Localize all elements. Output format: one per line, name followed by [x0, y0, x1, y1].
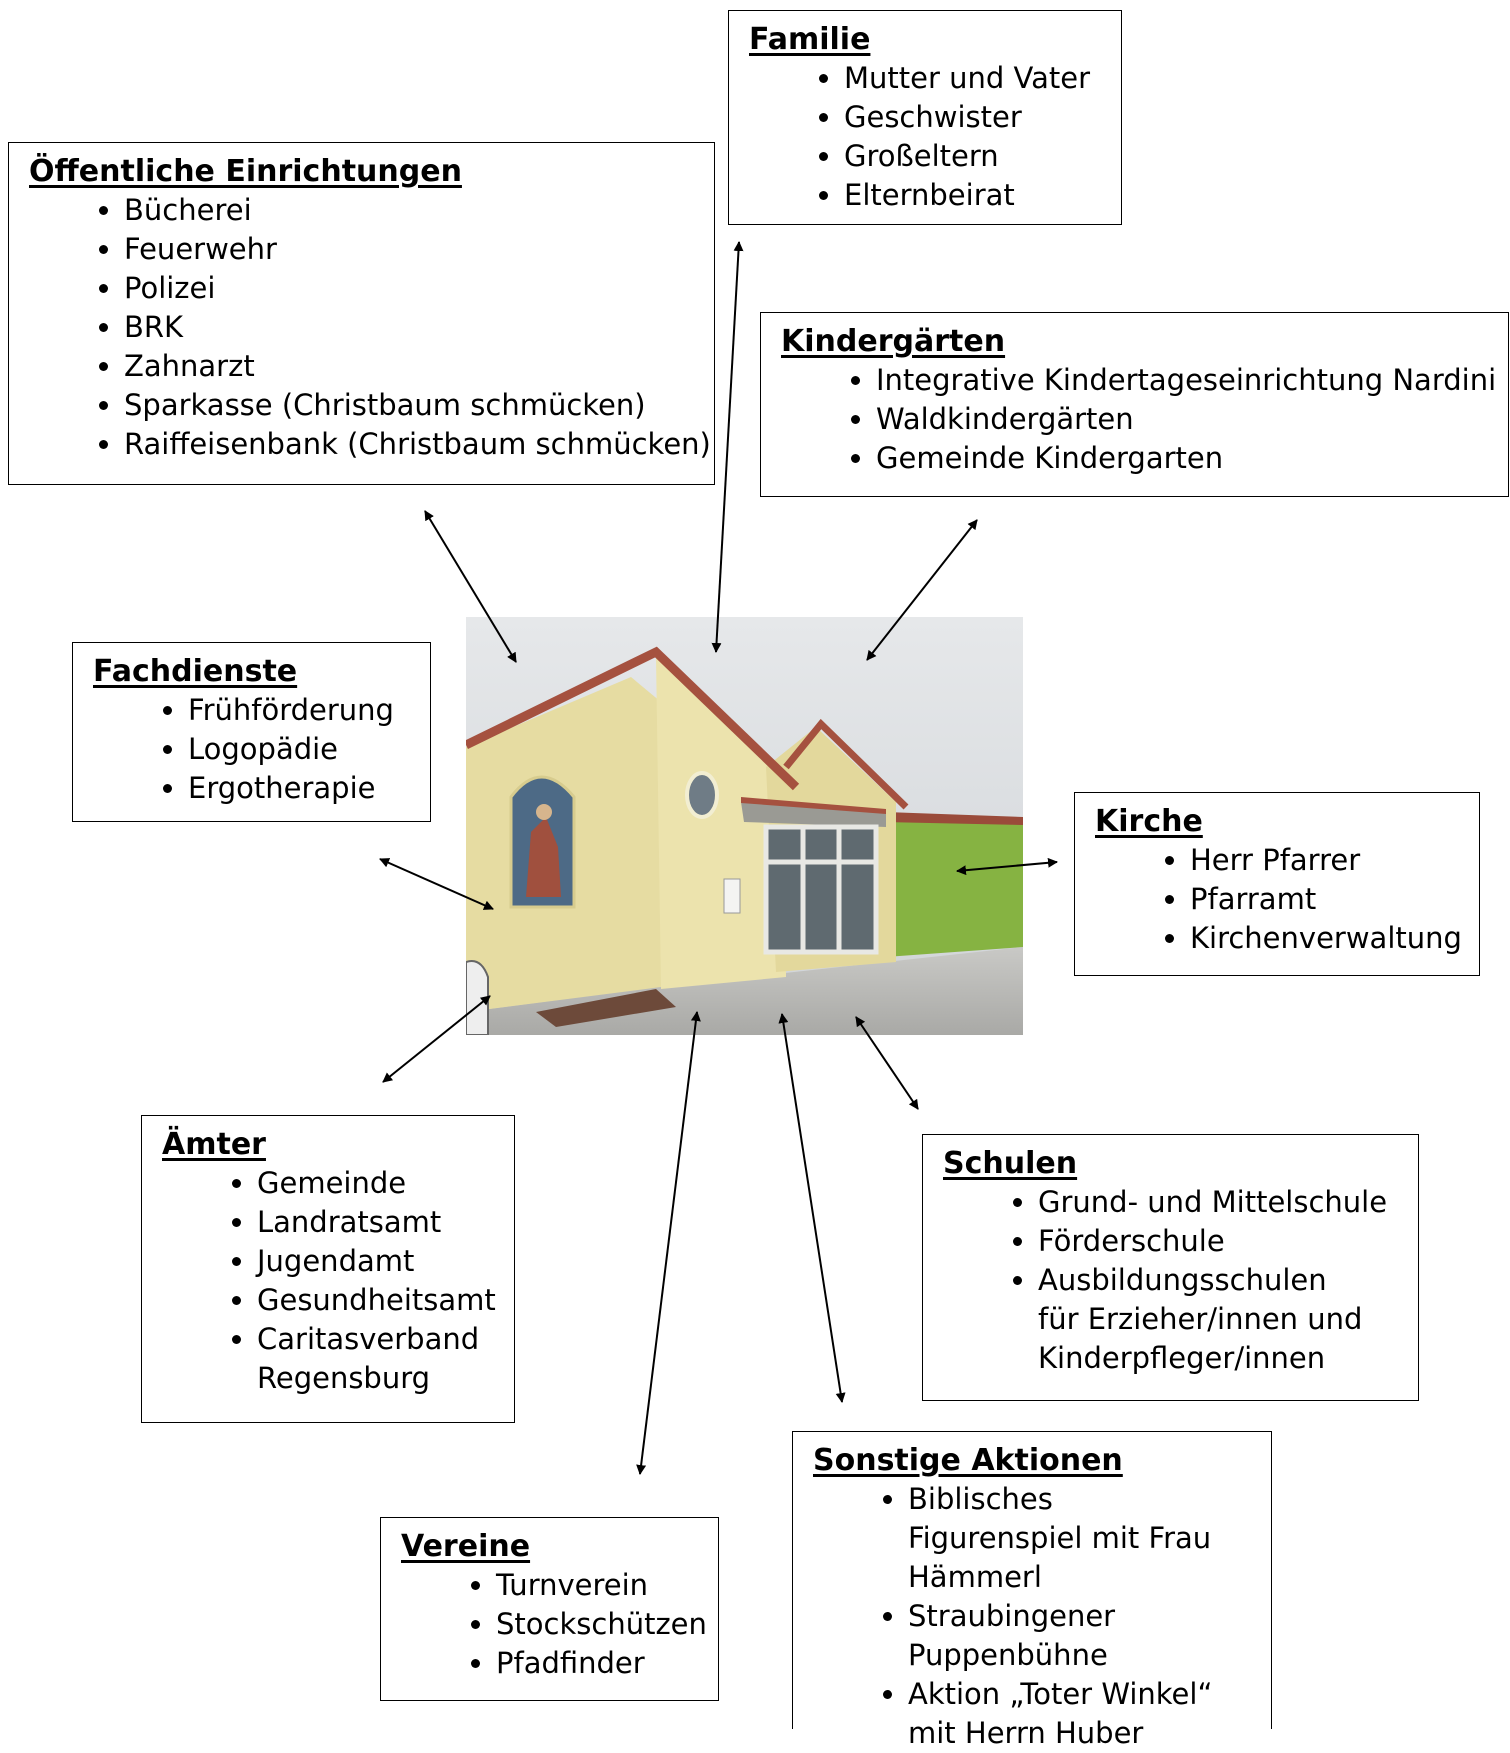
- arrow-familie: [711, 241, 744, 653]
- list-item: Grund- und Mittelschule: [1038, 1183, 1404, 1222]
- group-title: Kirche: [1095, 804, 1203, 839]
- round-window: [685, 771, 719, 819]
- list-item: Stockschützen: [496, 1605, 707, 1644]
- list-item: Zahnarzt: [124, 347, 700, 386]
- list-item: Großeltern: [844, 137, 1107, 176]
- list-item: Jugendamt: [257, 1242, 500, 1281]
- group-title: Sonstige Aktionen: [813, 1443, 1123, 1478]
- list-item: Feuerwehr: [124, 230, 700, 269]
- glass-entrance: [766, 827, 876, 952]
- parked-car: [466, 960, 489, 1035]
- list-item: Gesundheitsamt: [257, 1281, 500, 1320]
- kindergarten-building-photo: [466, 617, 1023, 1035]
- group-sonstige-aktionen: Sonstige Aktionen Biblisches Figurenspie…: [792, 1431, 1272, 1750]
- list-item: Biblisches Figurenspiel mit Frau Hämmerl: [908, 1480, 1228, 1597]
- list-item: Frühförderung: [188, 691, 416, 730]
- group-fachdienste: Fachdienste Frühförderung Logopädie Ergo…: [72, 642, 431, 822]
- list-item: Sparkasse (Christbaum schmücken): [124, 386, 700, 425]
- front-wall: [656, 657, 786, 989]
- list-item: Polizei: [124, 269, 700, 308]
- group-title: Familie: [749, 22, 871, 57]
- list-item: Bücherei: [124, 191, 700, 230]
- group-title: Ämter: [162, 1127, 266, 1162]
- entrance-canopy: [741, 802, 886, 827]
- list-item: Logopädie: [188, 730, 416, 769]
- group-items: Frühförderung Logopädie Ergotherapie: [93, 691, 416, 808]
- group-aemter: Ämter Gemeinde Landratsamt Jugendamt Ges…: [141, 1115, 515, 1423]
- arrow-vereine: [636, 1011, 701, 1475]
- list-item: Herr Pfarrer: [1190, 841, 1465, 880]
- list-item: Pfadfinder: [496, 1644, 704, 1683]
- group-items: Biblisches Figurenspiel mit Frau Hämmerl…: [813, 1480, 1257, 1753]
- group-items: Mutter und Vater Geschwister Großeltern …: [749, 59, 1107, 215]
- group-items: Turnverein Stockschützen Pfadfinder: [401, 1566, 707, 1683]
- group-title: Öffentliche Einrichtungen: [29, 154, 462, 189]
- group-familie: Familie Mutter und Vater Geschwister Gro…: [728, 10, 1122, 225]
- list-item: Aktion „Toter Winkel“ mit Herrn Huber: [908, 1675, 1228, 1753]
- list-item: Pfarramt: [1190, 880, 1465, 919]
- list-item: Landratsamt: [257, 1203, 500, 1242]
- list-item: Turnverein: [496, 1566, 704, 1605]
- group-vereine: Vereine Turnverein Stockschützen Pfadfin…: [380, 1517, 719, 1701]
- list-item: Waldkindergärten: [876, 400, 1504, 439]
- group-items: Bücherei Feuerwehr Polizei BRK Zahnarzt …: [29, 191, 711, 464]
- group-oeffentliche-einrichtungen: Öffentliche Einrichtungen Bücherei Feuer…: [8, 142, 715, 485]
- list-item: Förderschule: [1038, 1222, 1404, 1261]
- list-item: Elternbeirat: [844, 176, 1107, 215]
- group-schulen: Schulen Grund- und Mittelschule Fördersc…: [922, 1134, 1419, 1401]
- list-item: Raiffeisenbank (Christbaum schmücken): [124, 425, 711, 464]
- group-kindergaerten: Kindergärten Integrative Kindertageseinr…: [760, 312, 1509, 497]
- list-item: Caritasverband Regensburg: [257, 1320, 500, 1398]
- group-items: Integrative Kindertageseinrichtung Nardi…: [781, 361, 1504, 478]
- list-item: Kirchenverwaltung: [1190, 919, 1465, 958]
- list-item: Gemeinde Kindergarten: [876, 439, 1504, 478]
- group-title: Schulen: [943, 1146, 1078, 1181]
- list-item: Straubingener Puppenbühne: [908, 1597, 1168, 1675]
- arrow-sonstige-aktionen: [778, 1013, 846, 1403]
- group-title: Fachdienste: [93, 654, 298, 689]
- group-title: Vereine: [401, 1529, 531, 1564]
- group-items: Gemeinde Landratsamt Jugendamt Gesundhei…: [162, 1164, 500, 1398]
- green-annex: [886, 817, 1023, 957]
- group-kirche: Kirche Herr Pfarrer Pfarramt Kirchenverw…: [1074, 792, 1480, 976]
- group-items: Grund- und Mittelschule Förderschule Aus…: [943, 1183, 1404, 1378]
- list-item: Integrative Kindertageseinrichtung Nardi…: [876, 361, 1504, 400]
- list-item: Geschwister: [844, 98, 1107, 137]
- group-title: Kindergärten: [781, 324, 1006, 359]
- roof-edge: [466, 646, 800, 791]
- list-item: Ergotherapie: [188, 769, 416, 808]
- group-items: Herr Pfarrer Pfarramt Kirchenverwaltung: [1095, 841, 1465, 958]
- list-item: Ausbildungsschulen für Erzieher/innen un…: [1038, 1261, 1368, 1378]
- list-item: BRK: [124, 308, 700, 347]
- list-item: Mutter und Vater: [844, 59, 1107, 98]
- list-item: Gemeinde: [257, 1164, 500, 1203]
